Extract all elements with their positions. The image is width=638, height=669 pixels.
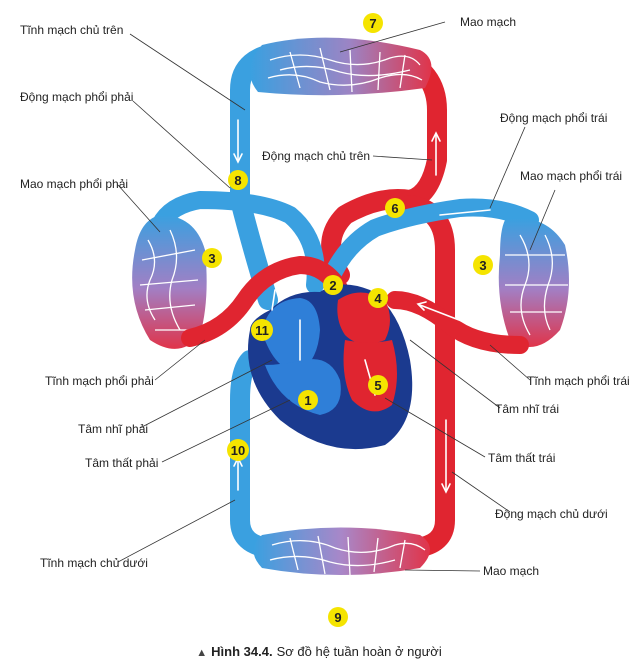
svg-text:2: 2 — [329, 278, 336, 293]
svg-text:5: 5 — [374, 378, 381, 393]
label-right-lung-capillary: Mao mạch phổi phải — [20, 177, 128, 191]
svg-text:3: 3 — [479, 258, 486, 273]
marker-6: 6 — [385, 198, 405, 218]
lower-body-capillary — [253, 527, 430, 576]
label-capillary-top: Mao mạch — [460, 15, 516, 29]
svg-text:3: 3 — [208, 251, 215, 266]
marker-4: 4 — [368, 288, 388, 308]
svg-text:11: 11 — [255, 323, 269, 338]
right-pulmonary-artery — [151, 191, 325, 294]
marker-3-left-lung: 3 — [473, 255, 493, 275]
left-lung-capillary — [498, 218, 569, 348]
marker-8: 9 — [328, 607, 348, 627]
marker-1: 1 — [298, 390, 318, 410]
flow-arrows — [233, 119, 491, 494]
svg-text:7: 7 — [369, 16, 376, 31]
right-pulmonary-vein — [181, 256, 349, 347]
label-right-pulmonary-vein: Tĩnh mạch phổi phải — [45, 374, 154, 388]
figure-caption: ▲Hình 34.4.Sơ đồ hệ tuần hoàn ở người — [0, 644, 638, 659]
svg-text:1: 1 — [304, 393, 311, 408]
marker-11: 11 — [251, 319, 273, 341]
marker-2: 2 — [323, 275, 343, 295]
marker-7: 7 — [363, 13, 383, 33]
descending-aorta — [400, 195, 455, 558]
svg-text:4: 4 — [374, 291, 382, 306]
triangle-icon: ▲ — [196, 647, 208, 659]
label-left-lung-capillary: Mao mạch phổi trái — [520, 169, 622, 183]
label-left-atrium: Tâm nhĩ trái — [495, 402, 559, 416]
right-ventricle — [265, 359, 341, 415]
marker-9: 8 — [228, 170, 248, 190]
right-lung-capillary — [132, 215, 207, 349]
figure-number: Hình 34.4. — [211, 644, 273, 659]
svg-text:10: 10 — [231, 443, 245, 458]
left-pulmonary-artery — [321, 198, 539, 289]
label-right-atrium: Tâm nhĩ phải — [78, 422, 148, 436]
label-right-pulmonary-artery: Động mạch phổi phải — [20, 90, 133, 104]
label-inferior-aorta: Động mạch chủ dưới — [495, 507, 608, 521]
label-superior-vena-cava: Tĩnh mạch chủ trên — [20, 23, 123, 37]
label-superior-aorta: Động mạch chủ trên — [262, 149, 370, 163]
upper-body-capillary — [249, 37, 432, 96]
svg-text:8: 8 — [234, 173, 241, 188]
svg-text:6: 6 — [391, 201, 398, 216]
leader-lines — [117, 21, 556, 572]
figure-title: Sơ đồ hệ tuần hoàn ở người — [276, 644, 442, 659]
label-right-ventricle: Tâm thất phải — [85, 456, 158, 470]
right-atrium — [262, 298, 320, 372]
marker-5: 5 — [368, 375, 388, 395]
label-left-ventricle: Tâm thất trái — [488, 451, 555, 465]
marker-10: 10 — [227, 439, 249, 461]
label-left-pulmonary-artery: Động mạch phổi trái — [500, 111, 607, 125]
label-capillary-bottom: Mao mạch — [483, 564, 539, 578]
svg-text:9: 9 — [334, 610, 341, 625]
marker-3-right-lung: 3 — [202, 248, 222, 268]
label-inferior-vena-cava: Tĩnh mạch chủ dưới — [40, 556, 148, 570]
left-pulmonary-vein — [386, 291, 529, 354]
label-left-pulmonary-vein: Tĩnh mạch phổi trái — [527, 374, 630, 388]
